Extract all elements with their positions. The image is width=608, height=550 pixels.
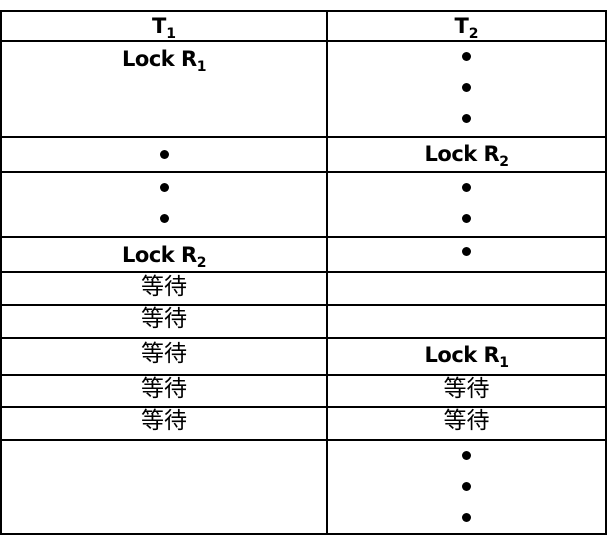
row-line (0, 533, 607, 535)
header-cell-t2: T2 (328, 12, 605, 42)
row-line (0, 406, 607, 408)
ellipsis-dot (462, 513, 471, 522)
row1-t2 (328, 42, 605, 136)
row10-t1 (2, 441, 326, 533)
row-line (0, 136, 607, 138)
wait-text: 等待 (141, 341, 187, 367)
header-cell-t1: T1 (2, 12, 326, 42)
wait-text: 等待 (443, 408, 490, 434)
row2-t2: Lock R2 (328, 138, 605, 171)
row-line (0, 171, 607, 173)
row10-t2 (328, 441, 605, 533)
row1-t1: Lock R1 (2, 42, 326, 136)
lock-text: Lock R2 (122, 243, 206, 271)
row8-t1: 等待 (2, 376, 326, 406)
row-line (0, 439, 607, 441)
row-line (0, 40, 607, 42)
row8-t2: 等待 (328, 376, 605, 406)
lock-text: Lock R1 (122, 47, 206, 75)
row4-t1: Lock R2 (2, 238, 326, 271)
ellipsis-dot (159, 150, 169, 159)
wait-text: 等待 (141, 274, 187, 300)
row-line (0, 337, 607, 339)
ellipsis-dot (159, 214, 169, 223)
row-line (0, 374, 607, 376)
ellipsis-dot (159, 183, 169, 192)
ellipsis-dot (462, 247, 471, 256)
row5-t2 (328, 273, 605, 304)
ellipsis-dot (462, 451, 471, 460)
wait-text: 等待 (141, 408, 187, 434)
row2-t1 (2, 138, 326, 171)
ellipsis-dot (462, 214, 471, 223)
row-line (0, 271, 607, 273)
column-header-t2: T2 (454, 14, 479, 42)
row-line (0, 236, 607, 238)
row9-t2: 等待 (328, 408, 605, 439)
row-line (0, 10, 607, 12)
row4-t2 (328, 238, 605, 271)
row-line (0, 304, 607, 306)
row7-t1: 等待 (2, 339, 326, 374)
ellipsis-dot (462, 83, 471, 92)
row6-t2 (328, 306, 605, 337)
ellipsis-dot (462, 183, 471, 192)
wait-text: 等待 (141, 306, 187, 332)
ellipsis-dot (462, 52, 471, 61)
wait-text: 等待 (443, 376, 490, 402)
row6-t1: 等待 (2, 306, 326, 337)
ellipsis-dot (462, 114, 471, 123)
lock-text: Lock R1 (424, 343, 509, 371)
wait-text: 等待 (141, 376, 187, 402)
row3-t2 (328, 173, 605, 236)
column-header-t1: T1 (151, 14, 177, 42)
row5-t1: 等待 (2, 273, 326, 304)
row9-t1: 等待 (2, 408, 326, 439)
row7-t2: Lock R1 (328, 339, 605, 374)
lock-text: Lock R2 (424, 142, 509, 170)
ellipsis-dot (462, 482, 471, 491)
row3-t1 (2, 173, 326, 236)
